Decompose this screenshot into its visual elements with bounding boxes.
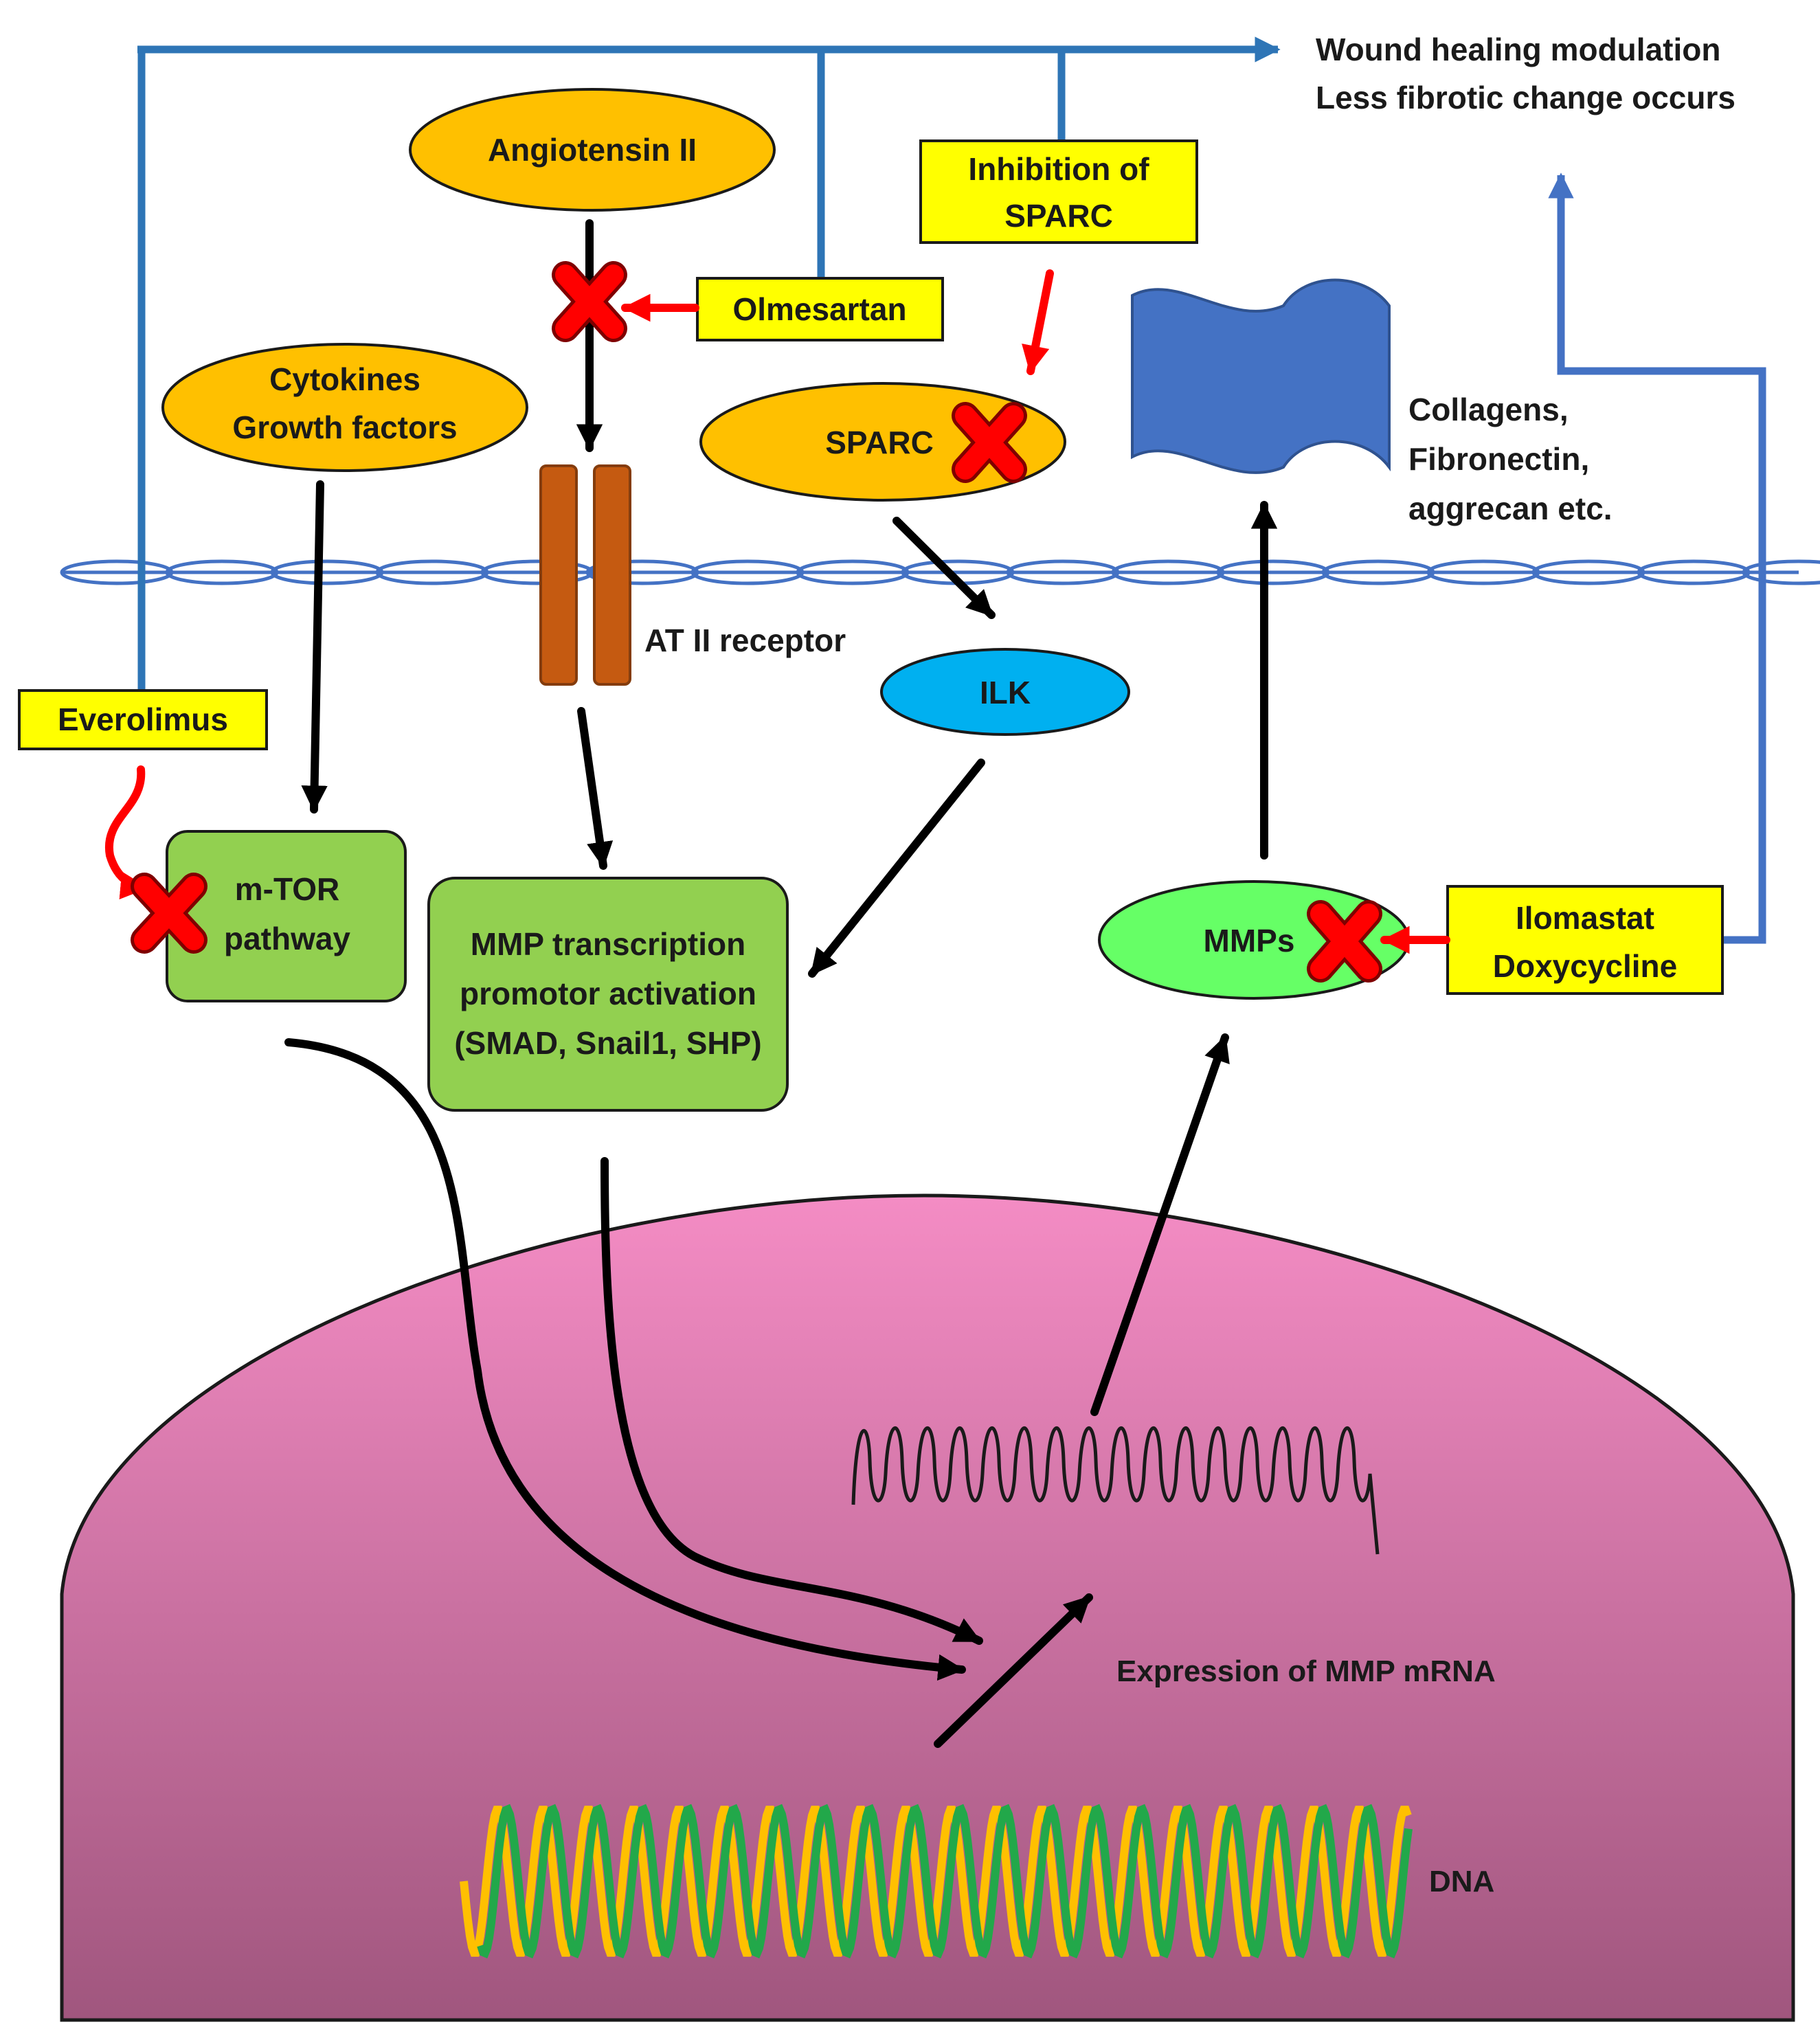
block-mtor-icon <box>131 873 207 954</box>
dna-strand-b <box>477 1804 1413 1959</box>
membrane-unit <box>480 559 594 585</box>
outcome-flow-lines <box>137 36 1281 691</box>
signal-arrows <box>284 219 1278 1748</box>
mtor-label-2: pathway <box>224 921 350 956</box>
membrane-unit <box>796 559 910 585</box>
membrane-unit <box>1111 559 1225 585</box>
mmp-tx-label-3: (SMAD, Snail1, SHP) <box>454 1025 761 1061</box>
inhibition-sparc-label-2: SPARC <box>1004 198 1113 234</box>
dna-helix <box>460 1804 1413 1959</box>
mmps-label: MMPs <box>1204 923 1295 958</box>
everolimus-box <box>18 689 268 750</box>
arrow-receptor-to-mmp-tx <box>577 707 614 870</box>
membrane-unit <box>1216 559 1330 585</box>
collagens-label-3: aggrecan etc. <box>1408 491 1613 526</box>
mrna-label: Expression of MMP mRNA <box>1116 1654 1496 1688</box>
arrow-everolimus-inhibit <box>104 765 150 899</box>
collagens-label-1: Collagens, <box>1408 392 1569 427</box>
flow-ilomastat-line <box>1548 172 1766 944</box>
olmesartan-box <box>696 277 944 341</box>
mmp-tx-label-1: MMP transcription <box>471 926 745 962</box>
ilk-node <box>880 648 1130 736</box>
collagens-label-2: Fibronectin, <box>1408 441 1589 477</box>
cytokines-node <box>161 343 528 472</box>
inhibition-sparc-label-1: Inhibition of <box>968 151 1149 187</box>
membrane-unit <box>1426 559 1540 585</box>
arrow-sparc-to-ilk <box>892 517 996 619</box>
dna-label: DNA <box>1429 1865 1494 1898</box>
inhibition-arrows <box>104 269 1450 954</box>
membrane-unit <box>690 559 805 585</box>
sparc-label: SPARC <box>825 425 934 460</box>
membrane-unit <box>375 559 489 585</box>
block-angiotensin-icon <box>552 261 627 342</box>
membrane-unit <box>1531 559 1645 585</box>
collagen-matrix-shape <box>1131 278 1391 474</box>
membrane-unit <box>270 559 384 585</box>
outcome-line2: Less fibrotic change occurs <box>1316 80 1735 115</box>
mmp-tx-label-2: promotor activation <box>460 976 756 1011</box>
membrane-unit <box>1006 559 1120 585</box>
mrna-strand <box>851 1426 1380 1555</box>
membrane-unit <box>60 559 174 585</box>
membrane-unit <box>585 559 699 585</box>
inhibition-sparc-box <box>919 139 1198 244</box>
cell-membrane <box>60 559 1820 585</box>
ilomastat-label-1: Ilomastat <box>1516 900 1654 936</box>
mtor-box <box>166 830 407 1002</box>
arrow-mrna-to-mmps <box>1090 1033 1230 1416</box>
cytokines-label-2: Growth factors <box>232 409 457 445</box>
olmesartan-label: Olmesartan <box>732 291 906 327</box>
everolimus-label: Everolimus <box>58 702 228 737</box>
block-sparc-icon <box>952 402 1027 483</box>
at2-receptor-label: AT II receptor <box>644 622 846 658</box>
outcome-line1: Wound healing modulation <box>1316 32 1720 67</box>
arrow-cytokines-to-mtor <box>301 480 328 814</box>
mtor-label-1: m-TOR <box>235 871 340 907</box>
arrow-mtor-to-nucleus <box>284 1038 966 1681</box>
cytokines-label-1: Cytokines <box>269 361 420 397</box>
membrane-unit <box>1742 559 1820 585</box>
arrow-sparc-inhibit <box>1022 269 1054 375</box>
membrane-unit <box>1637 559 1751 585</box>
mmp-transcription-box <box>427 877 789 1112</box>
block-mmps-icon <box>1307 900 1382 983</box>
arrow-mmp-tx-to-nucleus <box>600 1157 983 1645</box>
arrow-ilk-to-mmp-tx <box>808 759 985 978</box>
at2-receptor-shape <box>539 464 631 686</box>
arrow-dna-to-mrna <box>934 1593 1093 1748</box>
angiotensin-node <box>409 88 776 212</box>
membrane-unit <box>165 559 279 585</box>
ilomastat-box <box>1446 885 1724 995</box>
angiotensin-label: Angiotensin II <box>488 132 697 168</box>
ilk-label: ILK <box>980 675 1031 710</box>
ilomastat-label-2: Doxycycline <box>1493 948 1677 984</box>
block-marks <box>131 261 1382 983</box>
membrane-unit <box>1321 559 1435 585</box>
